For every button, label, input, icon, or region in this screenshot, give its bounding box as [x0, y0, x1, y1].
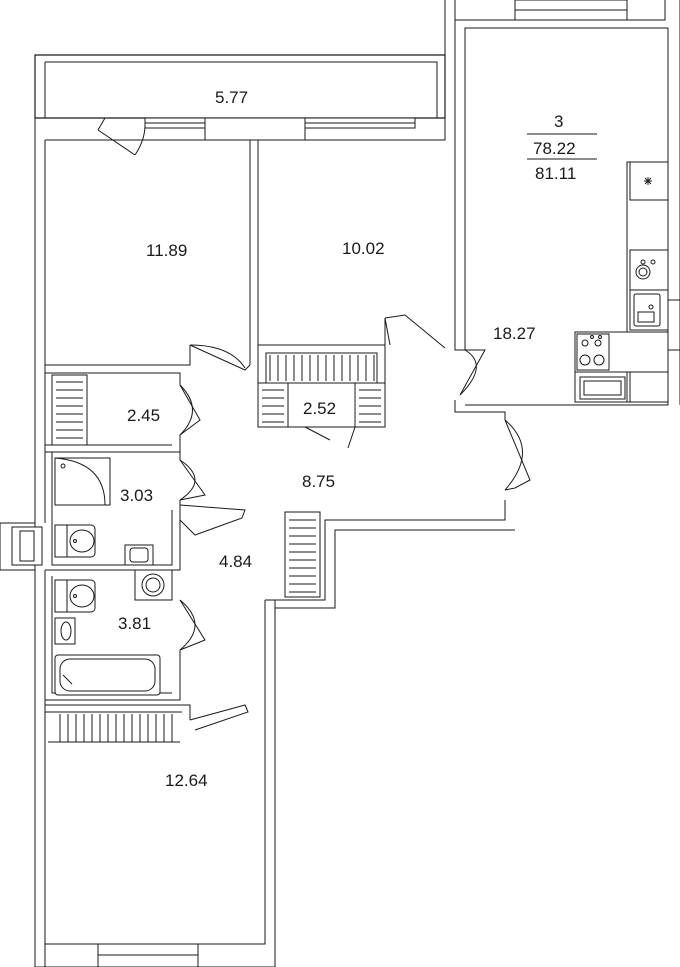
closet-shelf-top [269, 355, 375, 381]
corridor-wardrobe-shelf [289, 519, 316, 593]
closet-shelf-right [354, 382, 386, 428]
room-area-bedroom-2: 10.02 [342, 239, 385, 258]
wardrobe-hatching [48, 355, 386, 743]
apartment-summary: 3 78.22 81.11 [527, 112, 597, 183]
room-area-closet: 2.52 [303, 399, 336, 418]
room-area-bathroom-1: 3.03 [120, 486, 153, 505]
room-area-bathroom-2: 3.81 [118, 614, 151, 633]
storage-shelf [51, 374, 88, 446]
kitchen-fixtures [574, 161, 669, 403]
windows [97, 0, 680, 967]
room-area-corridor: 4.84 [219, 552, 252, 571]
washing-machine-icon [141, 573, 165, 597]
summary-room-count: 3 [554, 112, 563, 131]
room-area-storage-1: 2.45 [127, 406, 160, 425]
snowflake-icon [644, 177, 652, 185]
room-area-bedroom-3: 12.64 [165, 771, 208, 790]
stove-icon [635, 259, 656, 280]
summary-living-area: 78.22 [533, 139, 576, 158]
bedroom3-wardrobe-shelf [48, 714, 180, 743]
room-area-kitchen: 18.27 [493, 324, 536, 343]
room-area-bedroom-1: 11.89 [146, 241, 187, 260]
sink-icon [633, 293, 661, 327]
room-area-hallway: 8.75 [302, 472, 335, 491]
summary-total-area: 81.11 [535, 164, 576, 183]
bathroom-fixtures [54, 457, 173, 696]
doors [97, 117, 531, 731]
closet-shelf-left [257, 382, 289, 428]
room-labels: 5.77 11.89 10.02 18.27 2.45 2.52 8.75 3.… [118, 88, 536, 790]
room-area-balcony: 5.77 [215, 88, 248, 107]
